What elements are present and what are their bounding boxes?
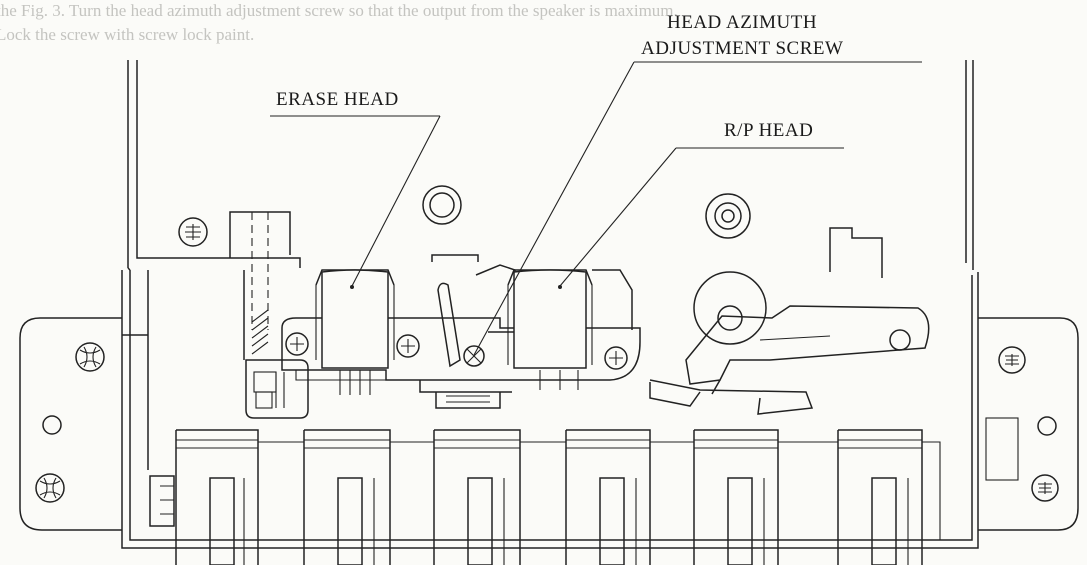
label-rp-head-text: R/P HEAD: [724, 120, 813, 141]
left-bracket-hole: [42, 415, 62, 435]
operation-button-1: [175, 429, 259, 565]
right-mounting-bracket: [978, 317, 1079, 531]
left-bracket-screw-bottom: [35, 473, 65, 503]
label-head-azimuth: HEAD AZIMUTH ADJUSTMENT SCREW: [473, 12, 922, 356]
right-bracket-screw-top: [998, 346, 1026, 374]
operation-button-3: [433, 429, 521, 565]
label-erase-head: ERASE HEAD: [270, 89, 441, 287]
plate-screw-right: [604, 346, 628, 370]
pinch-roller-lever-base: [245, 359, 309, 419]
erase-head: [315, 269, 395, 395]
plate-screw-center: [396, 334, 420, 358]
capstan-bearing: [705, 193, 751, 239]
top-caption-line-1: the Fig. 3. Turn the head azimuth adjust…: [0, 1, 678, 20]
pinch-roller-arm: [649, 271, 930, 415]
top-left-screw: [178, 217, 208, 247]
left-mounting-bracket: [19, 270, 149, 531]
head-mounting-plate: [281, 317, 641, 381]
label-head-azimuth-line-2: ADJUSTMENT SCREW: [641, 38, 843, 59]
chassis-plate: [121, 60, 979, 549]
top-caption-line-2: Lock the screw with screw lock paint.: [0, 25, 254, 44]
operation-button-6: [837, 429, 923, 565]
operation-button-5: [693, 429, 779, 565]
azimuth-adjustment-screw: [463, 345, 485, 367]
right-bracket-screw-bottom: [1031, 474, 1059, 502]
tape-guide-post: [229, 211, 291, 360]
plate-screw-left: [285, 332, 309, 356]
operation-button-4: [565, 429, 651, 565]
label-rp-head: R/P HEAD: [559, 120, 844, 287]
operation-buttons: [149, 429, 941, 565]
upper-round-hole: [422, 185, 462, 225]
azimuth-screw-bracket: [419, 254, 516, 409]
label-erase-head-text: ERASE HEAD: [276, 89, 399, 110]
side-connector: [149, 475, 175, 527]
left-bracket-screw-top: [75, 342, 105, 372]
rp-head: [507, 269, 633, 390]
operation-button-2: [303, 429, 391, 565]
right-bracket-hole: [1037, 416, 1057, 436]
chassis-notch: [829, 227, 883, 278]
label-head-azimuth-line-1: HEAD AZIMUTH: [667, 12, 817, 33]
